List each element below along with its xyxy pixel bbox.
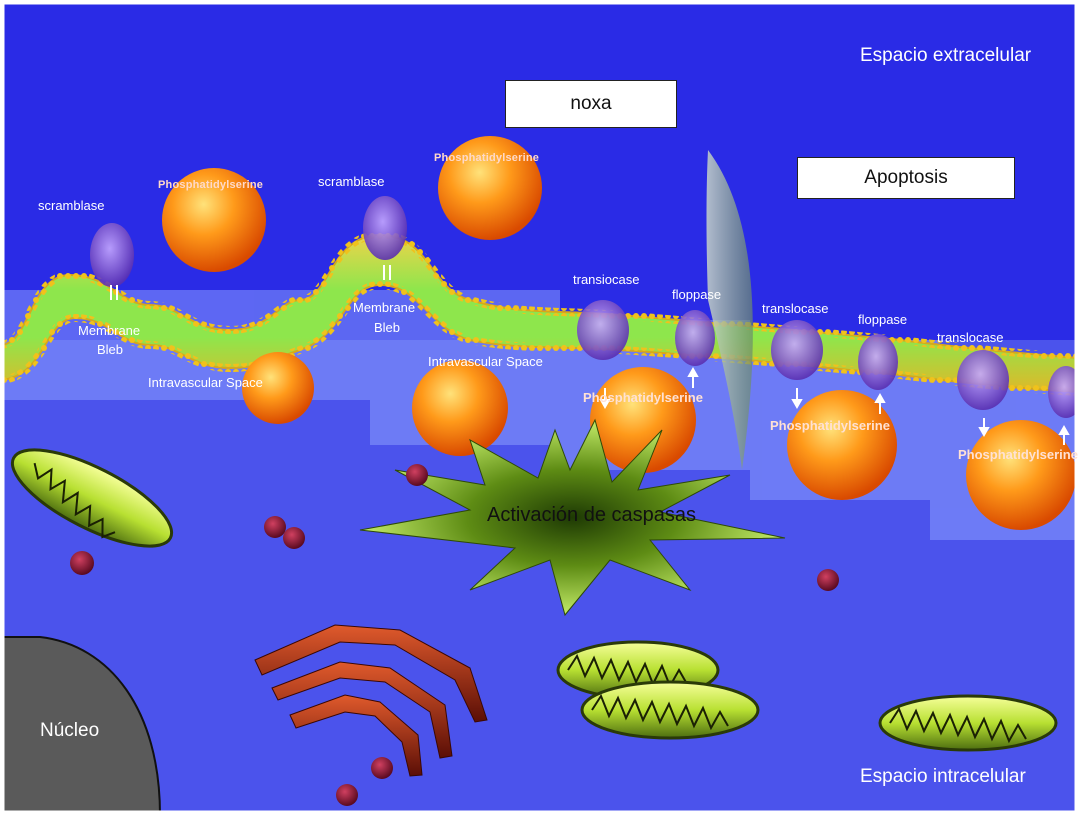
mitochondrion-3 xyxy=(580,680,760,740)
ps-sphere-6 xyxy=(966,420,1076,530)
intravascular-label-1: Intravascular Space xyxy=(148,375,263,390)
scramblase-label-2: scramblase xyxy=(318,174,385,189)
ps-label-1: Phosphatidylserine xyxy=(158,179,264,191)
bleb-label-1-line1: Membrane xyxy=(78,323,141,338)
translocase-label-2: translocase xyxy=(937,330,1004,345)
ps-sphere-2 xyxy=(438,136,542,240)
noxa-box: noxa xyxy=(505,80,677,128)
translocase-protein-1 xyxy=(771,320,823,380)
mitochondrion-1 xyxy=(10,448,174,548)
translocase-protein-2 xyxy=(957,350,1009,410)
transiocase-label: transiocase xyxy=(573,272,640,287)
bleb-label-2-line2: Bleb xyxy=(374,320,401,335)
translocase-protein-3 xyxy=(1048,366,1079,418)
ps-label-2: Phosphatidylserine xyxy=(434,152,540,164)
floppase-label-2: floppase xyxy=(858,312,908,327)
scramblase-label-1: scramblase xyxy=(38,198,105,213)
intravascular-label-2: Intravascular Space xyxy=(428,354,543,369)
transiocase-protein xyxy=(577,300,629,360)
scramblase-protein-1 xyxy=(90,223,134,287)
endoplasmic-reticulum xyxy=(254,624,488,777)
translocase-label-1: translocase xyxy=(762,301,829,316)
ps-label-3: Phosphatidylserine xyxy=(583,390,703,405)
caspase-activation-star xyxy=(359,418,786,617)
scramblase-protein-2 xyxy=(363,196,407,260)
ps-label-5: Phosphatidylserine xyxy=(958,447,1078,462)
floppase-protein-2 xyxy=(858,334,898,390)
nucleus xyxy=(0,636,162,815)
nucleus-label: Núcleo xyxy=(40,720,100,741)
floppase-label-1: floppase xyxy=(672,287,722,302)
ps-sphere-3 xyxy=(412,360,508,456)
mitochondrion-4 xyxy=(878,694,1058,752)
ps-sphere-4 xyxy=(590,367,696,473)
vesicles xyxy=(70,464,839,806)
transport-arrows xyxy=(110,265,1070,445)
membrane-slit xyxy=(706,150,753,470)
apoptosis-box: Apoptosis xyxy=(797,157,1015,199)
ps-sphere-5 xyxy=(787,390,897,500)
floppase-protein-1 xyxy=(675,310,715,366)
intracellular-label: Espacio intracelular xyxy=(860,766,1026,787)
bleb-label-1-line2: Bleb xyxy=(97,342,124,357)
ps-sphere-7 xyxy=(242,352,314,424)
caspase-label: Activación de caspasas xyxy=(487,504,697,526)
ps-sphere-1 xyxy=(162,168,266,272)
extracellular-label: Espacio extracelular xyxy=(860,45,1032,66)
ps-label-4: Phosphatidylserine xyxy=(770,418,890,433)
bleb-label-2-line1: Membrane xyxy=(353,300,416,315)
